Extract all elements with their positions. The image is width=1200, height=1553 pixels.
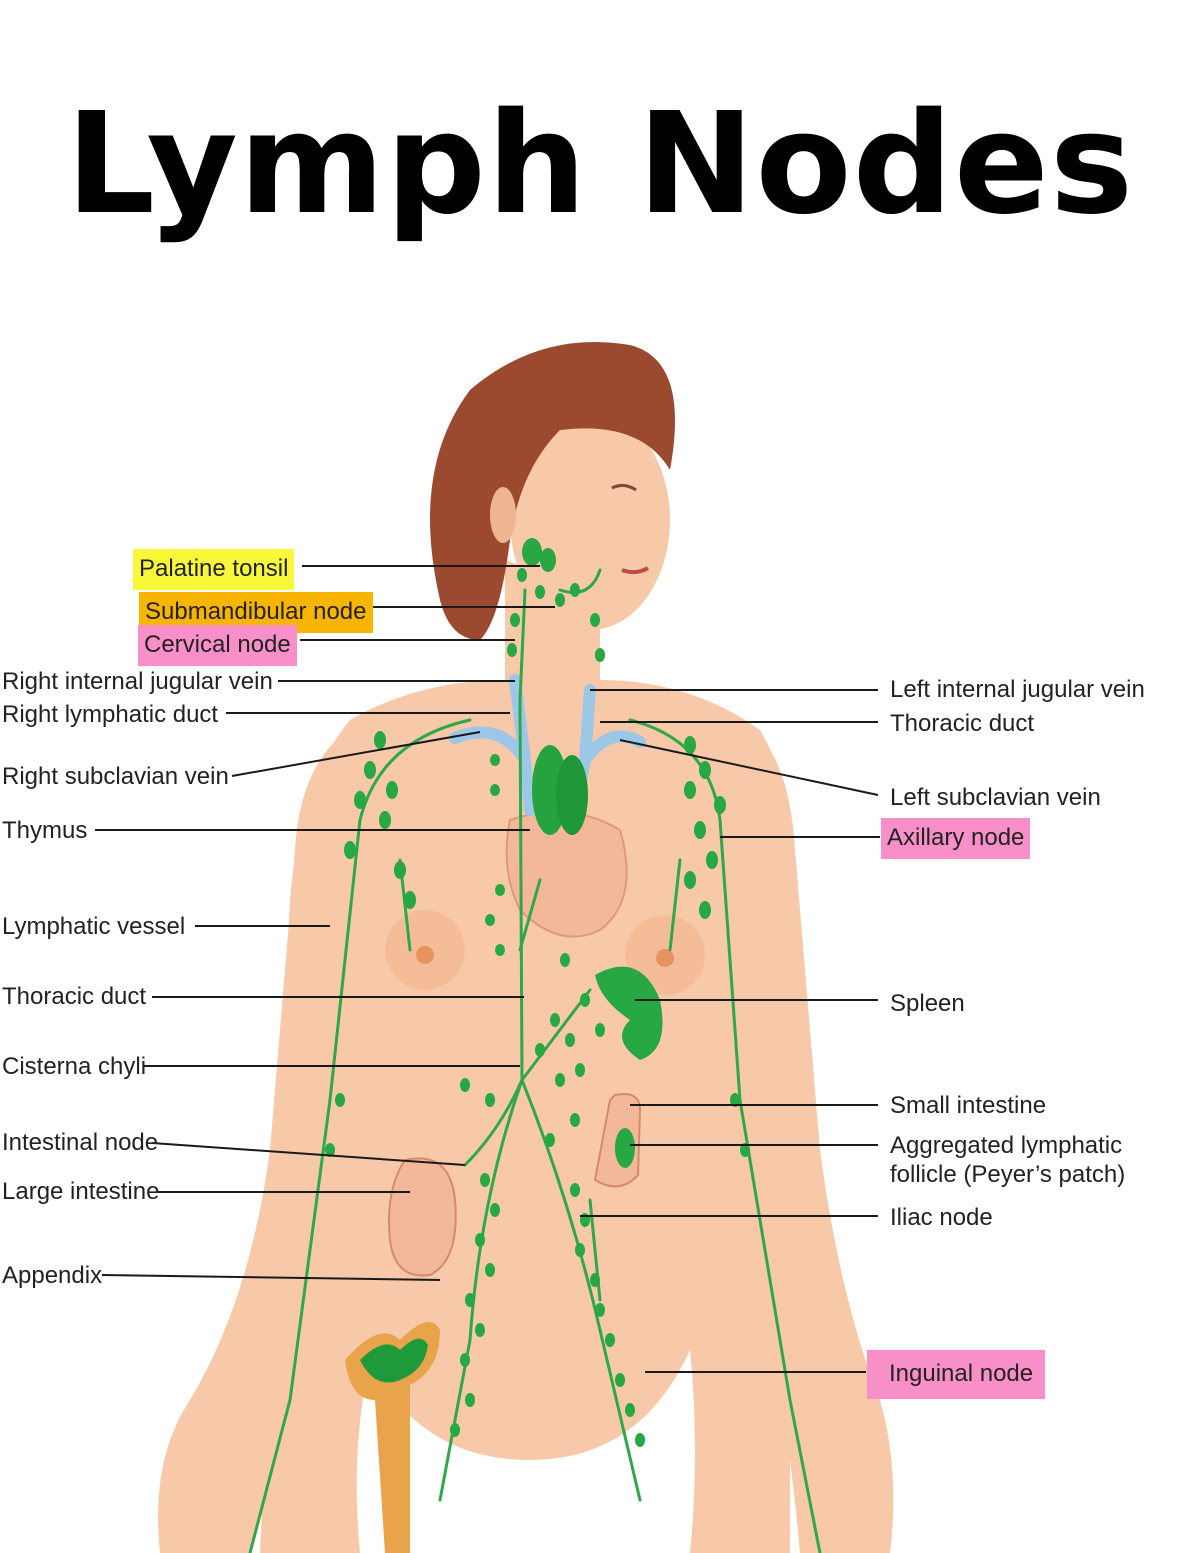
lymph-node (475, 1323, 485, 1337)
lymph-node (605, 1333, 615, 1347)
lymph-node (344, 841, 356, 859)
lymph-node (490, 784, 500, 796)
lymph-node (535, 1043, 545, 1057)
label-left-subclavian-vein: Left subclavian vein (890, 784, 1101, 811)
lymph-node (386, 781, 398, 799)
lymph-node (706, 851, 718, 869)
label-axillary-node: Axillary node (881, 818, 1031, 859)
label-small-intestine: Small intestine (890, 1092, 1047, 1119)
label-lymphatic-vessel: Lymphatic vessel (2, 913, 186, 940)
lymph-node (535, 585, 545, 599)
label-palatine-tonsil: Palatine tonsil (133, 549, 295, 590)
label-large-intestine: Large intestine (2, 1178, 160, 1205)
label-thymus: Thymus (2, 817, 88, 844)
lymph-node (740, 1143, 750, 1157)
lymph-node (374, 731, 386, 749)
lymph-node (730, 1093, 740, 1107)
lymph-node (714, 796, 726, 814)
lymph-node (595, 648, 605, 662)
lymph-node (325, 1143, 335, 1157)
lymph-node (565, 1033, 575, 1047)
lymph-node (522, 538, 542, 566)
label-cervical-node: Cervical node (138, 625, 297, 666)
large-intestine-organ (388, 1157, 457, 1277)
lymph-node (510, 613, 520, 627)
lymph-node (635, 1433, 645, 1447)
lymph-node (540, 548, 556, 572)
lymph-node (465, 1393, 475, 1407)
lymph-node (590, 1273, 600, 1287)
lymph-node (354, 791, 366, 809)
leader-lines (95, 565, 880, 1373)
lymph-node (480, 1173, 490, 1187)
lymph-node (379, 811, 391, 829)
lymph-node (507, 643, 517, 657)
lymph-node (450, 1423, 460, 1437)
label-right-subclavian-vein: Right subclavian vein (2, 763, 229, 790)
label-right-internal-jugular-vein: Right internal jugular vein (2, 668, 273, 695)
lymph-node (575, 1063, 585, 1077)
lymph-node (475, 1233, 485, 1247)
page-title: Lymph Nodes (65, 83, 1135, 246)
label-thoracic-duct-left: Thoracic duct (2, 983, 147, 1010)
lymph-node (580, 993, 590, 1007)
lymph-node (485, 1093, 495, 1107)
lymph-node (615, 1373, 625, 1387)
lymph-node (684, 871, 696, 889)
lymph-node (694, 821, 706, 839)
lymph-node (684, 781, 696, 799)
lymph-node (555, 1073, 565, 1087)
label-iliac-node: Iliac node (890, 1204, 993, 1231)
lymph-node (364, 761, 376, 779)
label-right-lymphatic-duct: Right lymphatic duct (2, 701, 219, 728)
lymph-node (490, 754, 500, 766)
lymph-node (699, 901, 711, 919)
label-aggregated-lymphatic-follicle: Aggregated lymphatic follicle (Peyer’s p… (890, 1132, 1126, 1188)
lymphatic-vessels (248, 568, 822, 1553)
label-intestinal-node: Intestinal node (2, 1129, 159, 1156)
lymph-node (555, 593, 565, 607)
lymph-node (495, 944, 505, 956)
lymph-node (570, 1113, 580, 1127)
lymph-node (394, 861, 406, 879)
lymph-node (495, 884, 505, 896)
label-left-internal-jugular-vein: Left internal jugular vein (890, 676, 1145, 703)
lymph-node (595, 1023, 605, 1037)
lymph-node (699, 761, 711, 779)
label-thoracic-duct-right: Thoracic duct (890, 710, 1035, 737)
lymph-node (517, 568, 527, 582)
label-appendix: Appendix (2, 1262, 103, 1289)
label-cisterna-chyli: Cisterna chyli (2, 1053, 147, 1080)
lymph-node (570, 583, 580, 597)
lymph-node (560, 953, 570, 967)
spleen-organ (595, 966, 663, 1060)
lymph-node (485, 914, 495, 926)
label-spleen: Spleen (890, 990, 965, 1017)
lymph-node (570, 1183, 580, 1197)
lymph-node (625, 1403, 635, 1417)
lymph-nodes (325, 538, 750, 1447)
lymph-node (460, 1078, 470, 1092)
lymph-node (460, 1353, 470, 1367)
lymph-node (490, 1203, 500, 1217)
lymph-node (404, 891, 416, 909)
lymph-node (545, 1133, 555, 1147)
bone-marrow (345, 1322, 440, 1553)
lymph-node (335, 1093, 345, 1107)
lymph-node (590, 613, 600, 627)
lymph-node (465, 1293, 475, 1307)
label-inguinal-node: Inguinal node (867, 1350, 1046, 1399)
lymph-node (550, 1013, 560, 1027)
lymph-node (485, 1263, 495, 1277)
lymph-node (595, 1303, 605, 1317)
lymph-node (575, 1243, 585, 1257)
lymph-node (684, 736, 696, 754)
